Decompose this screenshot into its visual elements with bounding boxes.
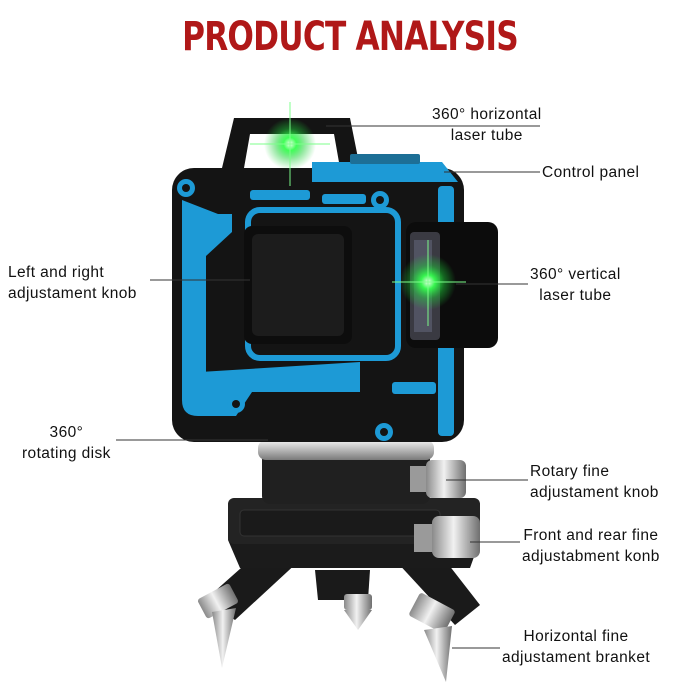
front-rear-knob-shape [414, 516, 480, 558]
label-rotary-fine-knob: Rotary fine adjustament knob [530, 463, 659, 501]
label-horizontal-bracket: Horizontal fine adjustament branket [502, 628, 651, 666]
label-horizontal-laser-tube: 360° horizontal laser tube [432, 106, 542, 144]
label-rotating-disk: 360° rotating disk [22, 424, 111, 462]
label-left-right-knob: Left and right adjustament knob [8, 264, 137, 302]
page-title: PRODUCT ANALYSIS [182, 14, 519, 60]
laser-body [172, 118, 498, 442]
label-front-rear-knob: Front and rear fine adjustabment konb [522, 527, 660, 565]
leader-lines [116, 125, 540, 649]
tripod-feet [198, 560, 480, 682]
rotary-fine-knob-shape [410, 460, 466, 498]
label-control-panel: Control panel [542, 164, 640, 181]
laser-glows [250, 102, 466, 326]
label-vertical-laser-tube: 360° vertical laser tube [530, 266, 621, 304]
